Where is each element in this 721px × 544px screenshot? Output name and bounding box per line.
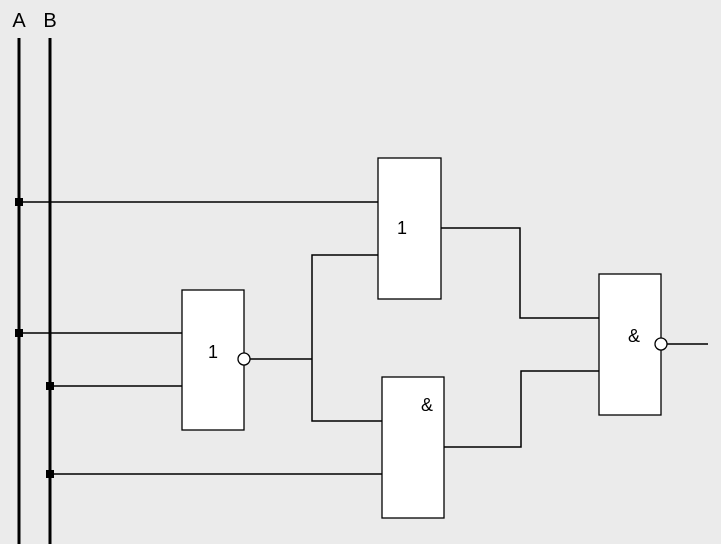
nor-gate-left-inverter-bubble — [237, 352, 251, 366]
wire-or-top-to-nand — [441, 227, 599, 319]
and-gate-bottom-symbol: & — [421, 395, 433, 415]
nand-gate-output-inverter-bubble — [654, 337, 668, 351]
wire-nor-to-or-top — [311, 254, 378, 359]
junction-b-1 — [46, 382, 54, 390]
wire-nor-to-and-bottom — [311, 359, 382, 422]
or-gate-top-symbol: 1 — [397, 218, 407, 238]
nand-gate-output — [598, 273, 662, 416]
junction-a-2 — [15, 329, 23, 337]
junction-b-2 — [46, 470, 54, 478]
nand-gate-output-symbol: & — [628, 326, 640, 346]
nor-gate-left-symbol: 1 — [208, 342, 218, 362]
wire-and-bottom-to-nand — [444, 370, 599, 448]
input-label-b: B — [43, 10, 56, 32]
and-gate-bottom — [381, 376, 445, 519]
junction-a-1 — [15, 198, 23, 206]
nor-gate-left — [181, 289, 245, 431]
input-label-a: A — [12, 10, 26, 32]
or-gate-top — [377, 157, 442, 300]
